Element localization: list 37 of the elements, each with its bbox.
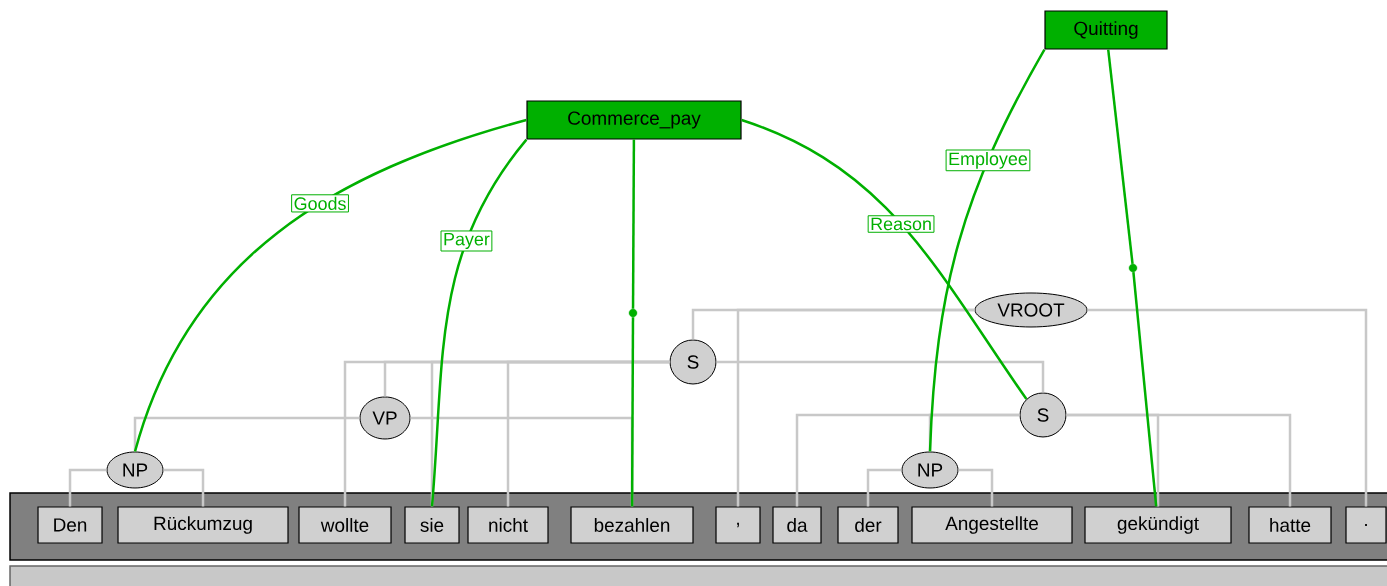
- word-box: ,: [715, 506, 761, 544]
- tree-line: [736, 308, 975, 507]
- role-line: [430, 138, 528, 507]
- word-box: hatte: [1248, 506, 1332, 544]
- word-box: Den: [37, 506, 103, 544]
- edge-label: Reason: [867, 215, 935, 233]
- tree-line: [958, 468, 994, 507]
- role-line: [1132, 272, 1158, 507]
- role-line: [928, 49, 1046, 452]
- tree-line: [866, 468, 902, 507]
- word-box: wollte: [298, 506, 392, 544]
- tree-line: [1087, 308, 1368, 507]
- frame-box: Commerce_pay: [526, 100, 742, 140]
- word-box: Rückumzug: [117, 506, 289, 544]
- role-line: [741, 118, 1028, 400]
- word-box: sie: [404, 506, 460, 544]
- tree-line: [133, 416, 360, 452]
- tree-line: [68, 468, 107, 507]
- role-line: [1107, 49, 1134, 264]
- tree-line: [1066, 413, 1292, 507]
- word-box: gekündigt: [1084, 506, 1232, 544]
- tree-line: [163, 468, 205, 507]
- edge-label: Goods: [291, 194, 349, 213]
- word-box: bezahlen: [570, 506, 694, 544]
- word-box: da: [772, 506, 822, 544]
- word-box: .: [1345, 506, 1387, 544]
- edge-label: Employee: [945, 149, 1031, 172]
- edge-label: Payer: [440, 230, 493, 252]
- word-box: der: [837, 506, 899, 544]
- role-line: [631, 139, 636, 309]
- frame-box: Quitting: [1044, 10, 1168, 50]
- role-line: [133, 118, 527, 452]
- word-box: Angestellte: [911, 506, 1073, 544]
- tree-line: [506, 360, 670, 507]
- word-box: nicht: [467, 506, 549, 544]
- role-line: [630, 317, 635, 507]
- tree-line: [716, 360, 1045, 393]
